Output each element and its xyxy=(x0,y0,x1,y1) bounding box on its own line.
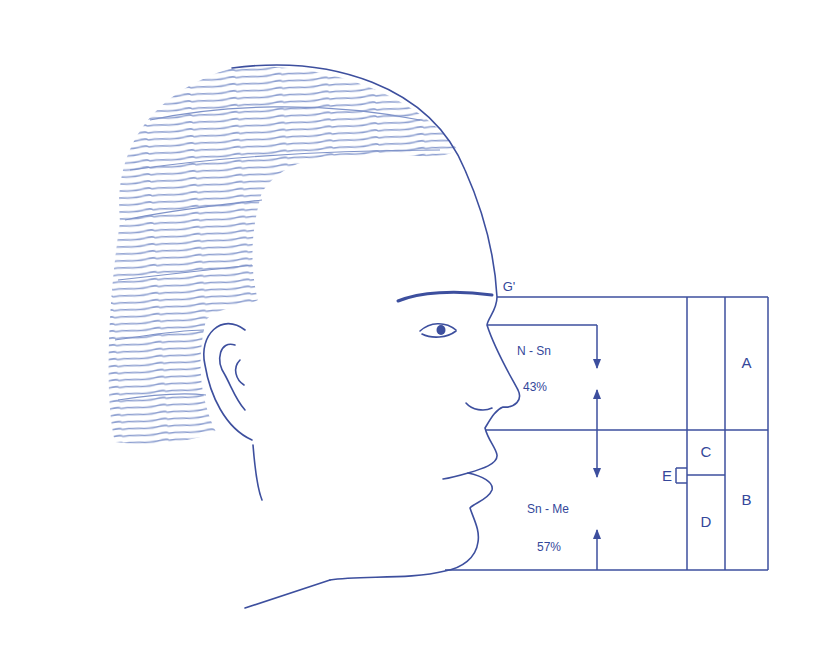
hair xyxy=(109,66,458,444)
cell-letter: B xyxy=(741,492,751,509)
face-outline xyxy=(204,65,520,608)
lower-lip-chin-box: D xyxy=(687,475,725,570)
measurement-grid xyxy=(445,297,768,570)
cell-letter: D xyxy=(701,514,712,531)
lower-third-box: B xyxy=(725,430,768,570)
cell-letter: C xyxy=(701,444,712,461)
percentage-label: 43% xyxy=(523,381,547,394)
segment-label: E xyxy=(662,468,672,485)
cell-letter: A xyxy=(741,355,751,372)
dimension-label: Sn - Me xyxy=(527,503,569,516)
dimension-label: N - Sn xyxy=(517,345,551,358)
eyebrow xyxy=(398,292,492,301)
percentage-label: 57% xyxy=(537,541,561,554)
eye-iris xyxy=(437,325,446,335)
hair-streaks xyxy=(115,107,440,400)
dimension-arrows xyxy=(596,325,598,570)
upper-third-box: A xyxy=(725,297,768,430)
landmark-label: G' xyxy=(503,280,516,294)
upper-lip-box: C xyxy=(687,430,725,475)
